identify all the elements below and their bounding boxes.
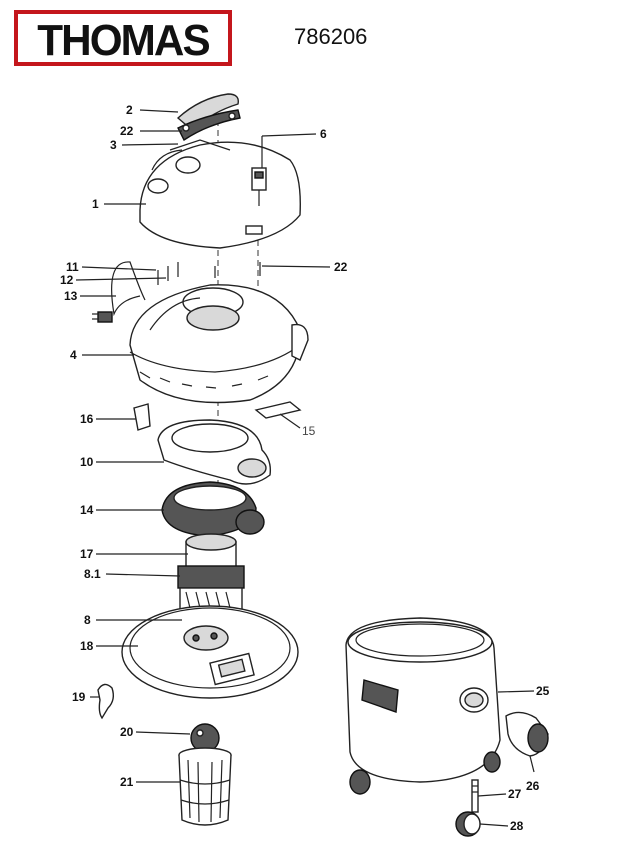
label-part-22-right: 22 [334, 260, 348, 274]
part-handle-bracket [177, 109, 241, 142]
part-lid [139, 139, 301, 249]
label-part-18: 18 [80, 639, 94, 653]
model-number: 786206 [294, 24, 368, 49]
label-part-21: 21 [120, 775, 134, 789]
label-part-27: 27 [508, 787, 522, 801]
label-part-8: 8 [84, 613, 91, 627]
part-base-plate [121, 605, 299, 699]
label-part-28: 28 [510, 819, 524, 833]
label-part-4: 4 [70, 348, 77, 362]
part-foam-band [161, 481, 265, 537]
part-caster-wheel [455, 811, 481, 837]
label-part-11: 11 [66, 260, 79, 274]
part-filter-plate [254, 401, 302, 419]
label-part-17: 17 [80, 547, 94, 561]
part-hook [97, 683, 115, 720]
label-part-3: 3 [110, 138, 117, 152]
tank-casters [349, 751, 501, 795]
leader-lines [75, 109, 535, 827]
part-switch [251, 167, 267, 206]
part-motor-housing [129, 284, 309, 404]
label-part-13: 13 [64, 289, 78, 303]
part-power-cord [92, 261, 146, 323]
part-float-cage [178, 747, 232, 826]
label-part-22-top: 22 [120, 124, 134, 138]
label-part-14: 14 [80, 503, 94, 517]
label-part-2: 2 [126, 103, 133, 117]
label-part-10: 10 [80, 455, 94, 469]
label-part-20: 20 [120, 725, 134, 739]
label-part-25: 25 [536, 684, 550, 698]
part-float-ball [190, 723, 220, 753]
label-part-26: 26 [526, 779, 540, 793]
thomas-logo: THOMAS [14, 10, 232, 66]
label-part-19: 19 [72, 690, 86, 704]
label-part-8-1: 8.1 [84, 567, 101, 581]
part-inlet-connector [505, 711, 549, 757]
part-caster-stem [471, 779, 479, 813]
part-screws [157, 262, 261, 285]
logo-text: THOMAS [37, 16, 210, 65]
label-part-15: 15 [302, 424, 316, 438]
label-part-6: 6 [320, 127, 327, 141]
label-part-16: 16 [80, 412, 94, 426]
part-tank [345, 617, 501, 783]
label-part-1: 1 [92, 197, 99, 211]
part-clip [133, 403, 151, 431]
label-part-12: 12 [60, 273, 74, 287]
part-seal-ring [157, 419, 272, 485]
